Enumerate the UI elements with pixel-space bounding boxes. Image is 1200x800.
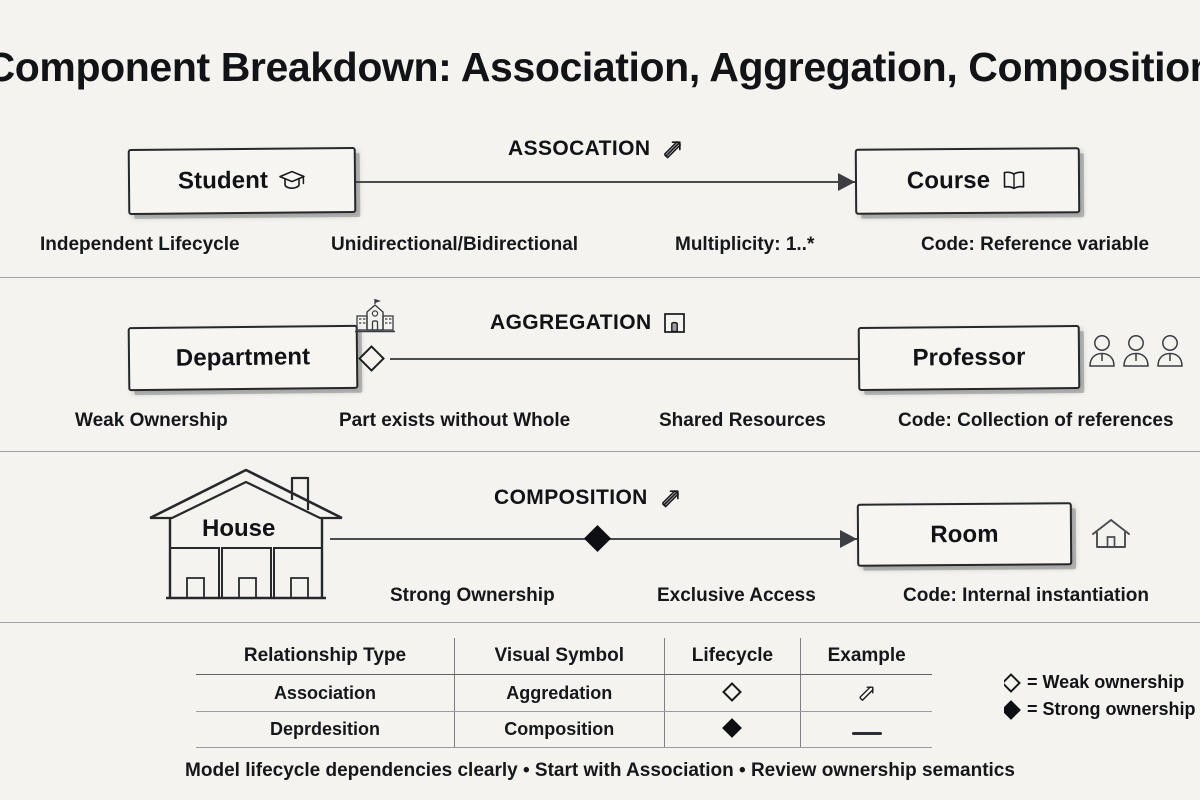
- entity-label-department: Department: [175, 343, 311, 372]
- connector-line-aggregation: [390, 358, 860, 360]
- table-cell-type: Deprdesition: [196, 711, 455, 749]
- dash-icon: [851, 732, 882, 736]
- three-people-icon: [1086, 330, 1186, 376]
- building-door-icon: [662, 310, 687, 335]
- open-book-icon: [1000, 169, 1028, 193]
- legend: = Weak ownership = Strong ownership: [1004, 672, 1200, 720]
- arrowhead-composition: [840, 530, 857, 548]
- page-title: Component Breakdown: Association, Aggreg…: [0, 44, 1200, 91]
- table-header-visual-symbol: Visual Symbol: [454, 638, 665, 675]
- caption-shared-resources: Shared Resources: [659, 410, 826, 431]
- caption-part-without-whole: Part exists without Whole: [339, 410, 571, 431]
- table-cell-symbol: Composition: [454, 711, 665, 749]
- connector-line-association: [356, 181, 856, 183]
- table-cell-example: [800, 674, 932, 713]
- table-cell-symbol: Aggredation: [454, 674, 665, 713]
- table-cell-lifecycle: [664, 711, 802, 749]
- table-cell-lifecycle: [664, 674, 802, 713]
- caption-code-association: Code: Reference variable: [921, 234, 1150, 255]
- arrow-up-right-icon: [658, 485, 684, 511]
- section-heading-association: ASSOCATION: [508, 136, 686, 162]
- legend-label-weak-ownership: = Weak ownership: [1027, 672, 1185, 692]
- entity-label-room: Room: [930, 520, 999, 548]
- arrow-up-right-icon: [660, 136, 686, 162]
- arrowhead-association: [838, 173, 855, 191]
- section-divider-2: [0, 451, 1200, 452]
- filled-diamond-icon: [1004, 699, 1021, 720]
- section-heading-label-association: ASSOCATION: [508, 137, 651, 160]
- caption-exclusive-access: Exclusive Access: [657, 585, 816, 606]
- caption-code-aggregation: Code: Collection of references: [898, 410, 1174, 431]
- entity-box-room[interactable]: Room: [856, 502, 1073, 567]
- entity-label-house: House: [202, 515, 276, 542]
- table-row: Deprdesition Composition: [196, 711, 932, 749]
- table-cell-type: Association: [196, 674, 455, 713]
- table-row: Association Aggredation: [196, 674, 932, 713]
- section-divider-3: [0, 622, 1200, 623]
- table-header-example: Example: [800, 638, 932, 675]
- entity-label-professor: Professor: [912, 343, 1026, 372]
- footer-note: Model lifecycle dependencies clearly • S…: [185, 760, 1015, 781]
- section-heading-aggregation: AGGREGATION: [490, 310, 687, 335]
- entity-box-course[interactable]: Course: [854, 147, 1081, 215]
- summary-table: Relationship Type Visual Symbol Lifecycl…: [196, 638, 932, 749]
- composition-filled-diamond: [584, 525, 611, 552]
- section-heading-label-composition: COMPOSITION: [494, 486, 648, 509]
- aggregation-hollow-diamond: [358, 345, 385, 372]
- entity-label-student: Student: [177, 166, 269, 195]
- legend-item-weak-ownership: = Weak ownership: [1004, 672, 1200, 693]
- section-heading-composition: COMPOSITION: [494, 485, 684, 511]
- caption-independent-lifecycle: Independent Lifecycle: [40, 234, 240, 255]
- page-title-text: Component Breakdown: Association, Aggreg…: [0, 44, 1200, 90]
- table-cell-example: [800, 711, 932, 749]
- section-heading-label-aggregation: AGGREGATION: [490, 310, 652, 334]
- table-header-lifecycle: Lifecycle: [664, 638, 802, 675]
- entity-box-student[interactable]: Student: [127, 147, 357, 215]
- house-drawing-icon: House: [142, 460, 357, 605]
- caption-directionality: Unidirectional/Bidirectional: [331, 234, 579, 255]
- entity-box-department[interactable]: Department: [127, 324, 359, 392]
- caption-strong-ownership: Strong Ownership: [390, 585, 555, 606]
- hollow-diamond-icon: [722, 681, 743, 702]
- caption-code-composition: Code: Internal instantiation: [903, 585, 1149, 606]
- caption-weak-ownership: Weak Ownership: [75, 410, 228, 431]
- school-building-icon: [352, 296, 398, 340]
- legend-label-strong-ownership: = Strong ownership: [1027, 699, 1196, 719]
- section-divider-1: [0, 277, 1200, 278]
- caption-multiplicity: Multiplicity: 1..*: [675, 234, 815, 255]
- entity-label-course: Course: [906, 166, 991, 195]
- entity-box-professor[interactable]: Professor: [857, 325, 1081, 391]
- arrow-up-right-icon: [856, 682, 878, 704]
- table-header-row: Relationship Type Visual Symbol Lifecycl…: [196, 638, 932, 675]
- graduation-cap-icon: [278, 168, 306, 192]
- filled-diamond-icon: [722, 718, 743, 739]
- hollow-diamond-icon: [1004, 672, 1021, 693]
- house-outline-icon: [1088, 513, 1134, 557]
- legend-item-strong-ownership: = Strong ownership: [1004, 699, 1200, 720]
- table-header-relationship-type: Relationship Type: [196, 638, 455, 675]
